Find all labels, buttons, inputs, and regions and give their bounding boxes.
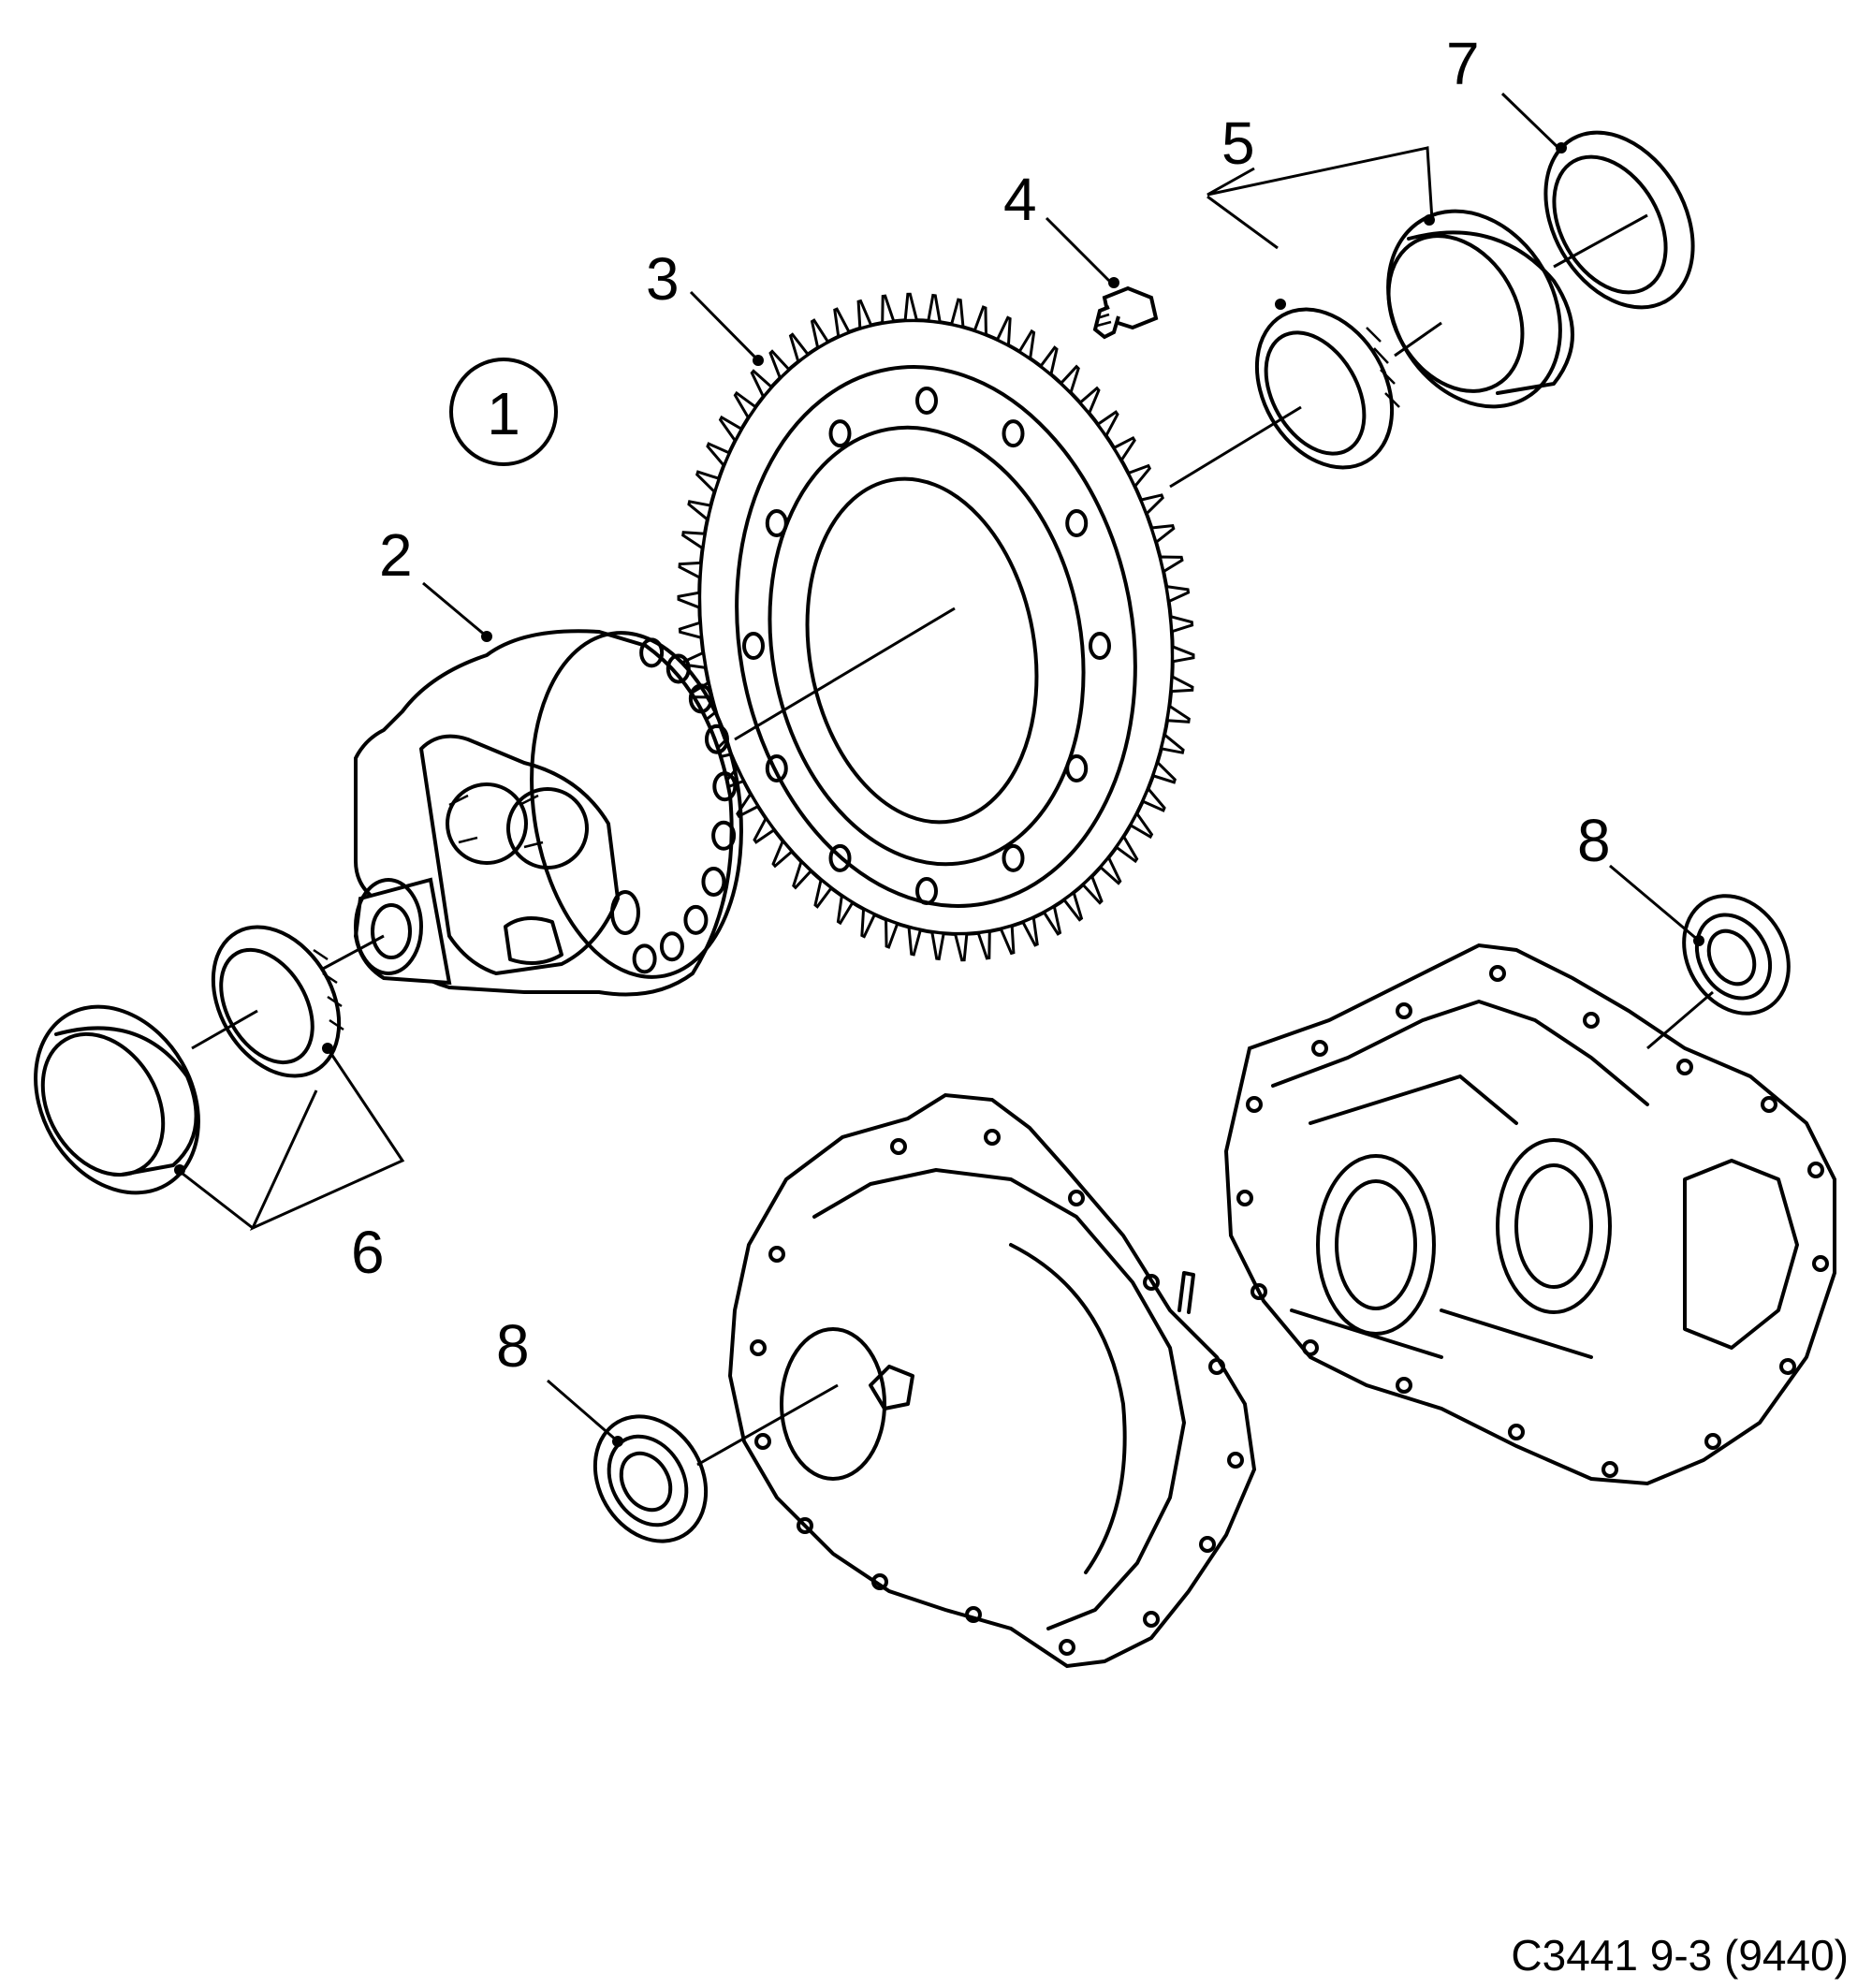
callout-2: 2 <box>379 521 413 589</box>
seal-lower-left <box>592 1414 709 1543</box>
clutch-housing <box>727 1092 1257 1669</box>
callout-labels: 2 3 4 5 6 7 8 8 <box>351 30 1611 1380</box>
callout-8: 8 <box>496 1312 530 1380</box>
callout-3: 3 <box>646 245 680 313</box>
callout-7: 7 <box>1446 30 1480 97</box>
seal-right <box>1682 894 1791 1016</box>
svg-text:1: 1 <box>487 380 520 447</box>
callout-dots <box>174 142 1704 1447</box>
bearing-lower <box>34 925 344 1195</box>
callout-6: 6 <box>351 1219 385 1286</box>
differential-carrier <box>353 629 743 997</box>
bearing-upper <box>1254 209 1574 470</box>
seal-upper <box>1543 130 1695 310</box>
callout-5: 5 <box>1221 110 1255 177</box>
callout-8: 8 <box>1577 807 1611 874</box>
group-marker: 1 <box>449 358 558 466</box>
transmission-case <box>1223 943 1836 1486</box>
callout-4: 4 <box>1003 166 1037 233</box>
reference-code: C3441 9-3 (9440) <box>1511 1931 1849 1980</box>
leader-lines <box>177 92 1714 1467</box>
ring-gear <box>677 292 1195 962</box>
bolt <box>1092 285 1159 340</box>
